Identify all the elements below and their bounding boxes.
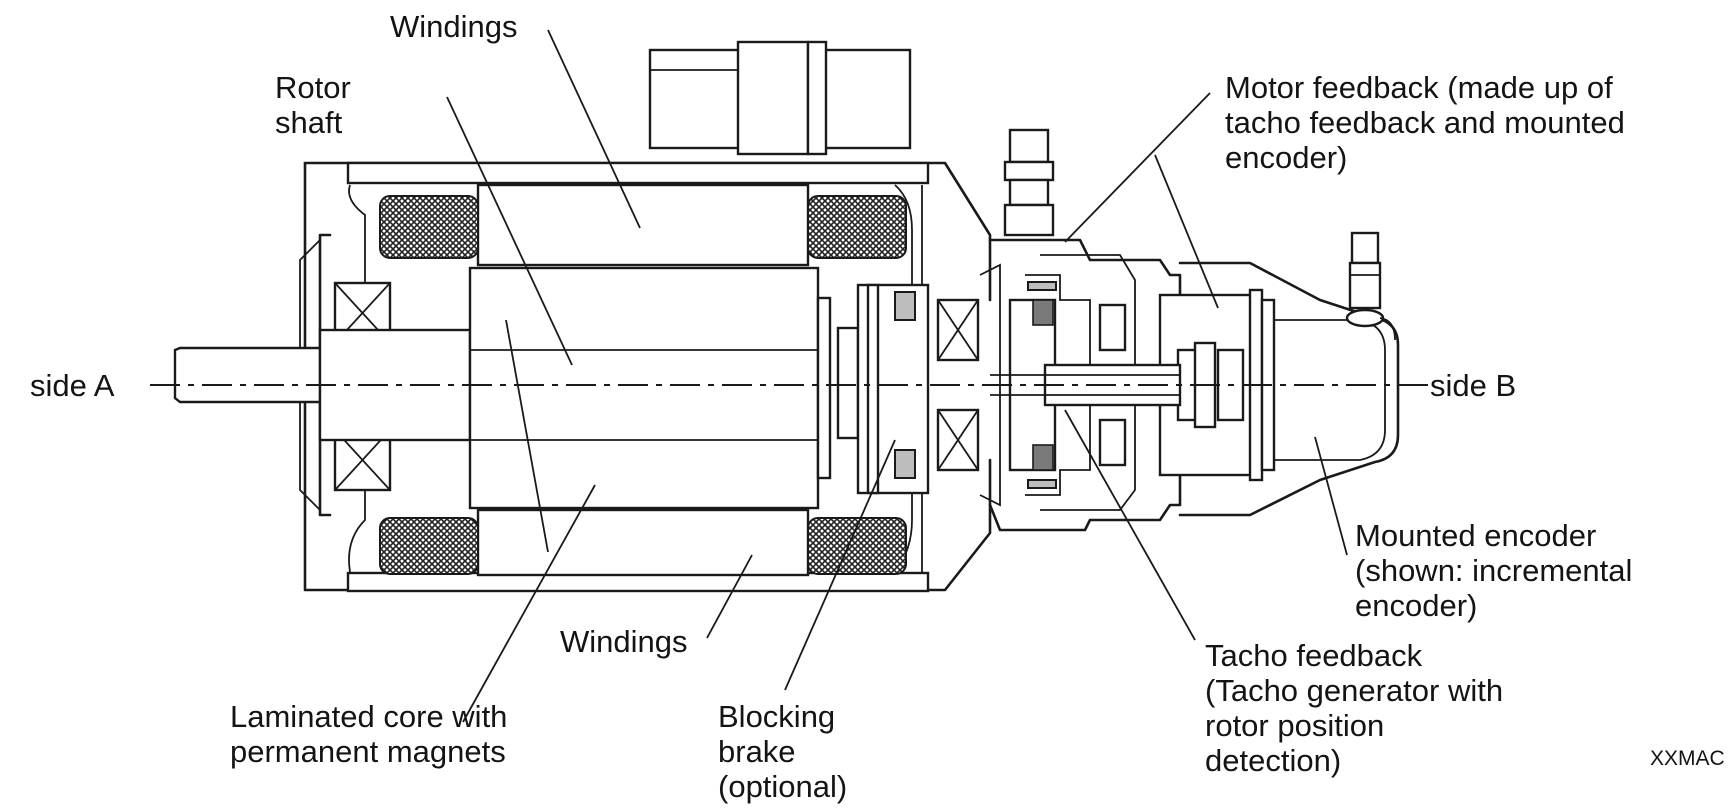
- terminal-box: [648, 40, 912, 156]
- label-side-b: side B: [1430, 368, 1516, 403]
- blocking-brake: [836, 283, 980, 495]
- leader-rotor-shaft: [446, 96, 573, 366]
- label-tacho-feedback-line4: detection): [1205, 743, 1341, 778]
- label-tacho-feedback: Tacho feedback (Tacho generator with rot…: [1205, 638, 1512, 778]
- label-motor-feedback-line3: encoder): [1225, 140, 1347, 175]
- leader-laminated-core-label: [462, 484, 596, 723]
- leader-tacho-feedback: [1064, 409, 1196, 641]
- leader-motor-feedback-b: [1154, 154, 1219, 309]
- label-motor-feedback-line2: tacho feedback and mounted: [1225, 105, 1625, 140]
- label-motor-feedback-line1: Motor feedback (made up of: [1225, 70, 1613, 105]
- label-rotor-shaft: Rotor shaft: [275, 70, 359, 140]
- label-motor-feedback: Motor feedback (made up of tacho feedbac…: [1225, 70, 1633, 175]
- label-blocking-brake: Blocking brake (optional): [718, 699, 847, 804]
- leader-blocking-brake: [784, 439, 896, 691]
- leader-lines: [446, 29, 1348, 723]
- label-tacho-feedback-line3: rotor position: [1205, 708, 1384, 743]
- side-a-end: [173, 233, 472, 517]
- label-windings-top: Windings: [390, 9, 518, 44]
- label-mounted-encoder: Mounted encoder (shown: incremental enco…: [1355, 518, 1641, 623]
- label-windings-bottom: Windings: [560, 624, 688, 659]
- label-tacho-feedback-line1: Tacho feedback: [1205, 638, 1423, 673]
- label-mounted-encoder-line2: (shown: incremental: [1355, 553, 1632, 588]
- leader-motor-feedback-a: [1064, 92, 1211, 243]
- label-rotor-shaft-line2: shaft: [275, 105, 343, 140]
- tacho-housing: [979, 128, 1182, 532]
- labels: Windings Rotor shaft Motor feedback (mad…: [30, 9, 1725, 804]
- label-laminated-core: Laminated core with permanent magnets: [230, 699, 516, 769]
- label-blocking-brake-line3: (optional): [718, 769, 847, 804]
- label-side-a: side A: [30, 368, 115, 403]
- label-tacho-feedback-line2: (Tacho generator with: [1205, 673, 1503, 708]
- leader-windings-top: [547, 29, 641, 229]
- laminated-core: [468, 266, 832, 510]
- mounted-encoder: [1158, 231, 1400, 517]
- label-rotor-shaft-line1: Rotor: [275, 70, 351, 105]
- leader-laminated-core: [505, 319, 549, 553]
- stator-windings: [379, 183, 907, 577]
- figure-code: XXMAC: [1650, 747, 1725, 770]
- leader-mounted-encoder: [1314, 436, 1348, 556]
- label-laminated-core-line2: permanent magnets: [230, 734, 506, 769]
- label-mounted-encoder-line3: encoder): [1355, 588, 1477, 623]
- label-laminated-core-line1: Laminated core with: [230, 699, 507, 734]
- label-mounted-encoder-line1: Mounted encoder: [1355, 518, 1596, 553]
- label-blocking-brake-line1: Blocking: [718, 699, 835, 734]
- label-blocking-brake-line2: brake: [718, 734, 796, 769]
- leader-windings-bottom: [706, 554, 753, 639]
